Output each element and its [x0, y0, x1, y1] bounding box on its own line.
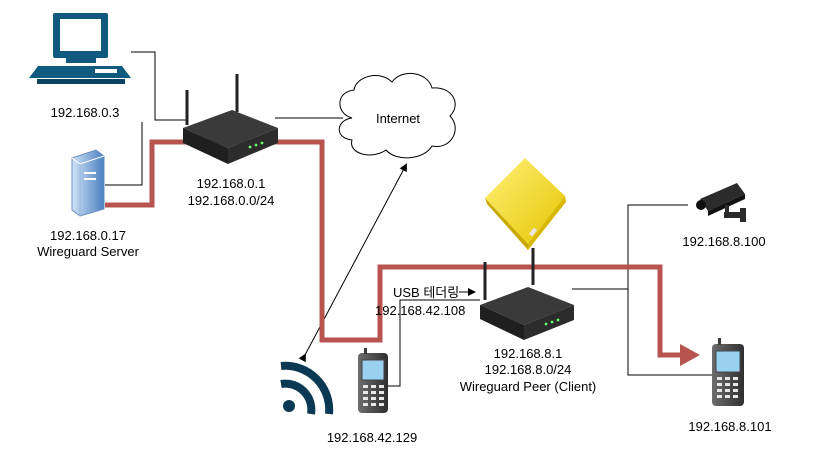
wireguard-tunnel: [105, 139, 700, 366]
yellow-router-icon: [485, 158, 566, 250]
main-router-subnet-label: 192.168.0.0/24: [188, 193, 275, 208]
peer-router-subnet-label: 192.168.8.0/24: [485, 362, 572, 377]
peer-router-role-label: Wireguard Peer (Client): [460, 379, 597, 394]
peer-router-icon: [480, 248, 574, 340]
wifi-icon: [280, 361, 334, 415]
server-ip-label: 192.168.0.17: [50, 228, 126, 243]
internet-label: Internet: [376, 111, 420, 126]
peer-router-ip-label: 192.168.8.1: [494, 346, 563, 361]
phone-right-icon: [712, 338, 744, 406]
link-pc-router: [131, 51, 187, 121]
tunnel-path: [105, 139, 682, 358]
tunnel-arrowhead: [680, 344, 700, 366]
main-router-ip-label: 192.168.0.1: [197, 176, 266, 191]
phone-right-ip-label: 192.168.8.101: [688, 419, 771, 434]
tethering-ip-label: 192.168.42.108: [375, 303, 465, 318]
link-server-router: [105, 122, 143, 186]
main-router-icon: [183, 74, 278, 164]
server-icon: [71, 149, 105, 217]
phone-left-icon: [358, 348, 388, 413]
internet-cloud-icon: [338, 73, 456, 159]
tethering-label: USB 테더링: [393, 285, 459, 300]
camera-icon: [696, 183, 746, 222]
pc-ip-label: 192.168.0.3: [51, 105, 120, 120]
server-role-label: Wireguard Server: [37, 244, 140, 259]
camera-ip-label: 192.168.8.100: [682, 234, 765, 249]
pc-icon: [29, 13, 131, 84]
link-peer-camera: [572, 204, 688, 290]
link-peer-phone-right: [627, 289, 712, 376]
phone-left-ip-label: 192.168.42.129: [327, 430, 417, 445]
